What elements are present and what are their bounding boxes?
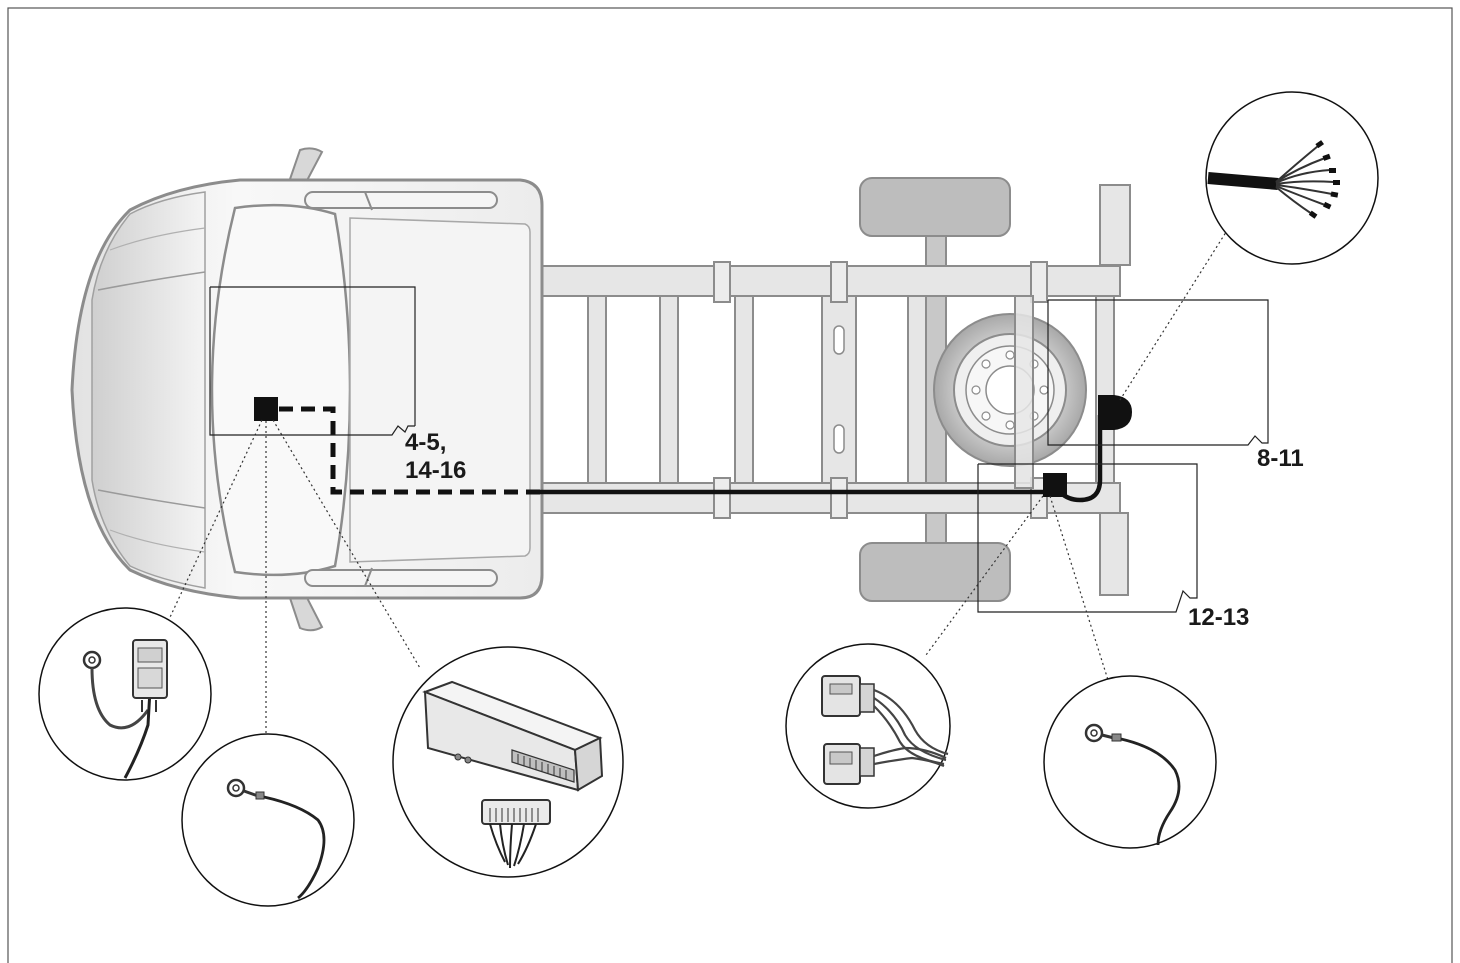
chassis-frame bbox=[539, 177, 1131, 602]
cross-member-over-spare bbox=[1014, 295, 1034, 489]
callout-label-rear-socket: 8-11 bbox=[1257, 445, 1304, 472]
callout-label-front-1: 4-5, bbox=[405, 429, 447, 456]
rail-bracket bbox=[830, 261, 848, 303]
cross-member bbox=[587, 295, 607, 489]
cross-member bbox=[821, 295, 857, 489]
spare-wheel bbox=[933, 313, 1087, 467]
rail-bracket bbox=[713, 477, 731, 519]
control-module-marker bbox=[254, 397, 278, 421]
roof-rail-bottom bbox=[304, 569, 498, 587]
rear-bracket-top bbox=[1099, 184, 1131, 266]
rear-connector-marker bbox=[1043, 473, 1067, 497]
callout-brackets bbox=[209, 286, 1269, 613]
wire-bundle-icon bbox=[1205, 91, 1379, 265]
rear-socket-marker bbox=[1098, 395, 1132, 430]
control-module-icon bbox=[392, 646, 624, 878]
rear-wheel-top bbox=[859, 177, 1011, 237]
rear-bracket-bottom bbox=[1099, 512, 1129, 596]
leader-lines bbox=[164, 209, 1241, 734]
slot bbox=[833, 325, 845, 355]
callout-label-rear-connector: 12-13 bbox=[1188, 604, 1250, 631]
connector-harness-icon bbox=[785, 643, 951, 809]
cross-member bbox=[734, 295, 754, 489]
cross-member bbox=[907, 295, 927, 489]
ground-cable-icon bbox=[181, 733, 355, 907]
cross-member bbox=[659, 295, 679, 489]
rail-bracket bbox=[830, 477, 848, 519]
dashed-harness-route bbox=[279, 406, 540, 495]
ground-eyelet-icon bbox=[38, 607, 212, 781]
wiring-harness bbox=[254, 395, 1132, 503]
callout-label-front-2: 14-16 bbox=[405, 457, 467, 484]
roof-rail-top bbox=[304, 191, 498, 209]
rear-wheel-bottom bbox=[859, 542, 1011, 602]
diagram-frame bbox=[7, 7, 1453, 963]
slot bbox=[833, 424, 845, 454]
rail-bracket bbox=[1030, 261, 1048, 303]
ground-eyelet-rear-icon bbox=[1043, 675, 1217, 849]
vehicle-cab bbox=[70, 147, 544, 632]
rail-bracket bbox=[713, 261, 731, 303]
